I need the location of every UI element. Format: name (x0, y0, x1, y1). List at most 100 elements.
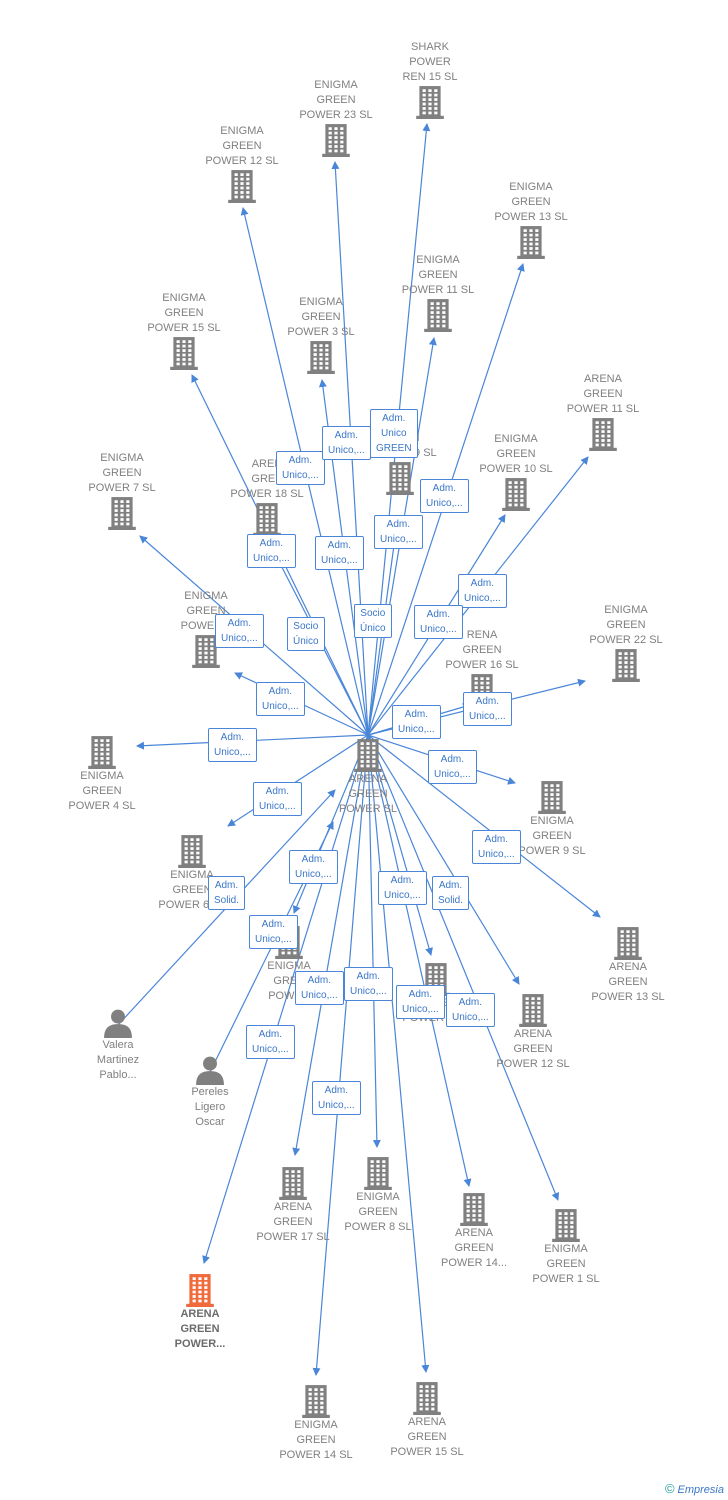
brand-name: Empresia (677, 1484, 724, 1496)
edge-label[interactable]: Adm. Unico,... (396, 985, 445, 1019)
node-label: RENA GREEN POWER 16 SL (445, 629, 519, 671)
edge-label[interactable]: Adm. Unico,... (289, 850, 338, 884)
edge-label[interactable]: Socio Único (287, 617, 325, 651)
node-eg4[interactable]: ENIGMA GREEN POWER 4 SL (47, 735, 157, 814)
building-icon (386, 462, 414, 495)
edge-label[interactable]: Adm. Unico,... (322, 426, 371, 460)
edge-label[interactable]: Adm. Unico,... (249, 915, 298, 949)
node-ag15[interactable]: ARENA GREEN POWER 15 SL (372, 1381, 482, 1460)
node-label: ENIGMA GREEN POWER 13 SL (494, 181, 568, 223)
edge-C-eg8 (367, 734, 381, 1148)
node-label: Pereles Ligero Oscar (191, 1086, 229, 1128)
node-eg11[interactable]: ENIGMA GREEN POWER 11 SL (383, 253, 493, 332)
footer-brand[interactable]: ©Empresia (665, 1481, 724, 1496)
edge-label[interactable]: Adm. Unico,... (253, 782, 302, 816)
node-label: ARENA GREEN POWER 17 SL (256, 1201, 330, 1243)
node-ag13[interactable]: ARENA GREEN POWER 13 SL (573, 926, 683, 1005)
building-icon (413, 1382, 441, 1415)
edge-label[interactable]: Adm. Solid. (432, 876, 470, 910)
node-label: ENIGMA GREEN POWER 3 SL (287, 296, 355, 338)
building-icon (612, 649, 640, 682)
node-label: Valera Martinez Pablo... (96, 1039, 140, 1081)
building-icon (322, 124, 350, 157)
node-eg7[interactable]: ENIGMA GREEN POWER 7 SL (67, 451, 177, 530)
center-node[interactable]: ARENA GREEN POWER SL (313, 738, 423, 817)
edge-label[interactable]: Adm. Unico,... (208, 728, 257, 762)
node-eg10[interactable]: ENIGMA GREEN POWER 10 SL (461, 432, 571, 511)
edge-label[interactable]: Adm. Unico GREEN (370, 409, 418, 458)
node-ag12[interactable]: ARENA GREEN POWER 12 SL (478, 993, 588, 1072)
edge-C-ag17 (292, 734, 369, 1156)
edge-label[interactable]: Adm. Unico,... (256, 682, 305, 716)
node-label: ENIGMA GREEN POWER 1 SL (532, 1243, 600, 1285)
edge-label[interactable]: Adm. Unico,... (374, 515, 423, 549)
node-eg9[interactable]: ENIGMA GREEN POWER 9 SL (497, 780, 607, 859)
edge-C-ag12 (367, 734, 520, 985)
node-label: AREN GREE POWER 18 SL (230, 458, 304, 500)
edge-label[interactable]: Adm. Unico,... (312, 1081, 361, 1115)
node-label: ENIGMA GREEN POWER 15 SL (147, 292, 221, 334)
building-icon (519, 994, 547, 1027)
edge-label[interactable]: Adm. Unico,... (472, 830, 521, 864)
building-icon (416, 86, 444, 119)
node-label: ARENA GREEN POWER 11 SL (566, 373, 640, 415)
person-icon (104, 1009, 132, 1038)
edge-label[interactable]: Adm. Unico,... (276, 451, 325, 485)
edge-label[interactable]: Adm. Unico,... (414, 605, 463, 639)
node-eg6[interactable]: ENIGMA GREEN POWER 6 SL (137, 834, 247, 913)
edge-C-eg6 (227, 734, 369, 827)
building-icon (502, 478, 530, 511)
node-eg3[interactable]: ENIGMA GREEN POWER 3 SL (266, 295, 376, 374)
node-eg12[interactable]: ENIGMA GREEN POWER 12 SL (187, 124, 297, 203)
node-eg23[interactable]: ENIGMA GREEN POWER 23 SL (281, 78, 391, 157)
node-eg15[interactable]: ENIGMA GREEN POWER 15 SL (129, 291, 239, 370)
edge-label[interactable]: Adm. Unico,... (428, 750, 477, 784)
building-icon (460, 1193, 488, 1226)
edge-label[interactable]: Adm. Solid. (208, 876, 246, 910)
building-icon (538, 781, 566, 814)
edge-label[interactable]: Adm. Unico,... (215, 614, 264, 648)
building-icon (88, 736, 116, 769)
edge-label[interactable]: Adm. Unico,... (315, 536, 364, 570)
node-eg14[interactable]: ENIGMA GREEN POWER 14 SL (261, 1384, 371, 1463)
building-icon (186, 1274, 214, 1307)
node-eg2[interactable]: ENIGMA GREEN POWER 2 (151, 589, 261, 668)
node-agpower[interactable]: ARENA GREEN POWER... (145, 1273, 255, 1352)
node-label: ENIGMA GREEN POWER 8 SL (344, 1191, 412, 1233)
edge-label[interactable]: Adm. Unico,... (463, 692, 512, 726)
building-icon (253, 503, 281, 536)
node-shark15[interactable]: SHARK POWER REN 15 SL (375, 40, 485, 119)
node-ag17[interactable]: ARENA GREEN POWER 17 SL (238, 1166, 348, 1245)
edge-label[interactable]: Adm. Unico,... (446, 993, 495, 1027)
edge-label[interactable]: Adm. Unico,... (344, 967, 393, 1001)
edge-C-ag13 (367, 734, 601, 918)
node-label: ENIGMA GREEN POWER 9 SL (518, 815, 586, 857)
edge-label[interactable]: Adm. Unico,... (378, 871, 427, 905)
edge-label[interactable]: Adm. Unico,... (458, 574, 507, 608)
building-icon (170, 337, 198, 370)
building-icon (517, 226, 545, 259)
node-label: ENIGMA GREEN POWER 10 SL (479, 433, 553, 475)
node-valera[interactable]: Valera Martinez Pablo... (63, 1008, 173, 1083)
edge-C-ag15 (367, 734, 430, 1373)
node-eg13[interactable]: ENIGMA GREEN POWER 13 SL (476, 180, 586, 259)
node-eg8[interactable]: ENIGMA GREEN POWER 8 SL (323, 1156, 433, 1235)
edge-label[interactable]: Socio Único (354, 604, 392, 638)
building-icon (178, 835, 206, 868)
edge-label[interactable]: Adm. Unico,... (392, 705, 441, 739)
node-ag14[interactable]: ARENA GREEN POWER 14... (419, 1192, 529, 1271)
building-icon (302, 1385, 330, 1418)
node-ag11[interactable]: ARENA GREEN POWER 11 SL (548, 372, 658, 451)
node-label: ARENA GREEN POWER 15 SL (390, 1416, 464, 1458)
edge-label[interactable]: Adm. Unico,... (246, 1025, 295, 1059)
node-eg22[interactable]: ENIGMA GREEN POWER 22 SL (571, 603, 681, 682)
node-eg1[interactable]: ENIGMA GREEN POWER 1 SL (511, 1208, 621, 1287)
edge-label[interactable]: Adm. Unico,... (420, 479, 469, 513)
node-label: ARENA GREEN POWER 13 SL (591, 961, 665, 1003)
edge-C-eg14 (312, 734, 369, 1376)
edge-label[interactable]: Adm. Unico,... (295, 971, 344, 1005)
node-label: ARENA GREEN POWER 12 SL (496, 1028, 570, 1070)
node-label: ENIGMA GREEN POWER 11 SL (401, 254, 475, 296)
node-pereles[interactable]: Pereles Ligero Oscar (155, 1055, 265, 1130)
edge-label[interactable]: Adm. Unico,... (247, 534, 296, 568)
